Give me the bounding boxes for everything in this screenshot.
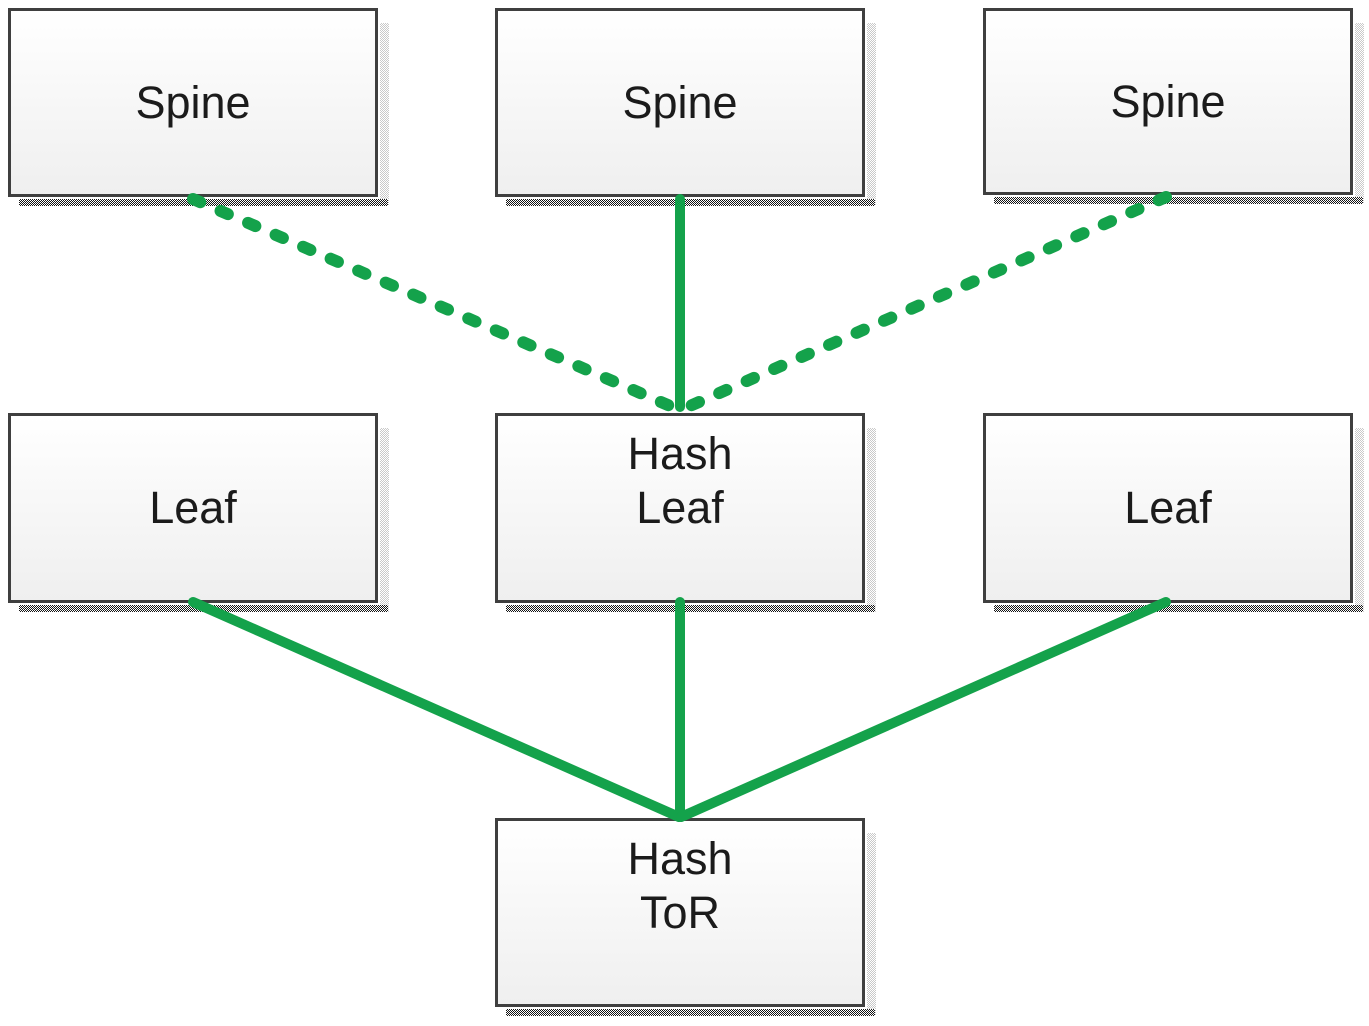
node-leaf-2-label-line: Leaf (1124, 482, 1212, 533)
node-shadow-bottom (994, 197, 1363, 204)
node-leaf-2: Leaf (983, 413, 1364, 612)
node-leaf-1: Leaf (8, 413, 389, 612)
node-shadow-right (867, 23, 876, 206)
node-shadow-right (867, 833, 876, 1016)
node-shadow-bottom (994, 605, 1363, 612)
node-hash-tor-label-line: ToR (639, 887, 721, 938)
node-shadow-bottom (506, 199, 875, 206)
node-shadow-right (380, 428, 389, 612)
node-shadow-bottom (506, 605, 875, 612)
node-shadow-bottom (19, 605, 388, 612)
node-hash-leaf-label-line: Hash (627, 428, 733, 479)
node-spine-3: Spine (983, 8, 1364, 204)
node-spine-1: Spine (8, 8, 389, 206)
node-hash-tor-label-line: Hash (627, 833, 733, 884)
node-leaf-1-label-line: Leaf (149, 482, 237, 533)
node-spine-1-label-line: Spine (135, 76, 251, 128)
node-spine-3-label-line: Spine (1110, 75, 1226, 127)
edge-leaf2-to-hashtor (676, 597, 1171, 822)
node-shadow-right (380, 23, 389, 206)
edge-spine1-to-hashleaf (187, 193, 683, 415)
node-shadow-right (867, 428, 876, 612)
edge-spine3-to-hashleaf (677, 191, 1172, 415)
node-spine-2: Spine (495, 8, 876, 206)
node-shadow-bottom (19, 199, 388, 206)
node-shadow-right (1355, 23, 1364, 204)
node-spine-2-label-line: Spine (622, 76, 738, 128)
node-shadow-bottom (506, 1009, 875, 1016)
node-shadow-right (1355, 428, 1364, 612)
edge-leaf1-to-hashtor (188, 597, 684, 822)
node-hash-leaf-label-line: Leaf (636, 482, 724, 533)
